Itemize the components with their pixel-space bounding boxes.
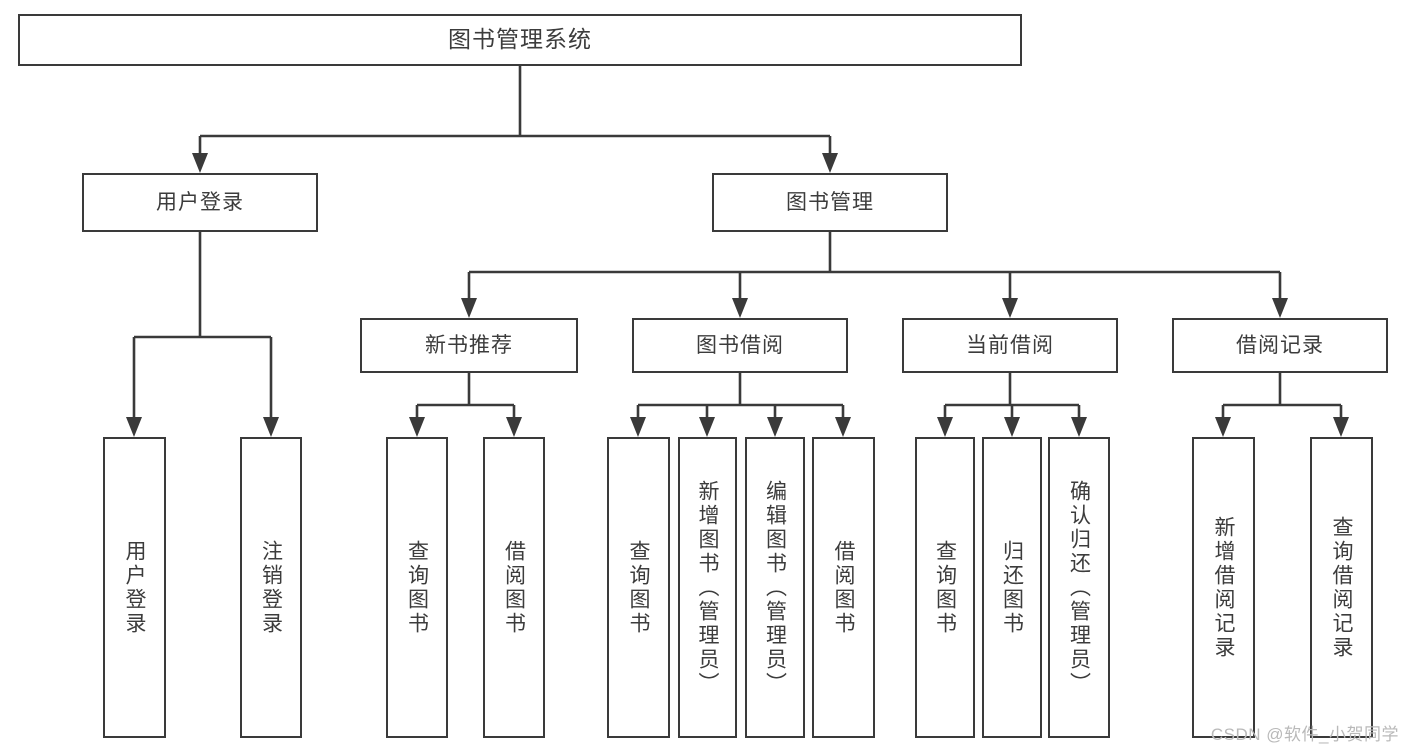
arrowhead-user-login-to-leaves-1	[263, 417, 279, 437]
arrowhead-current-borrow-to-leaves-1	[1004, 417, 1020, 437]
node-book-manage-label: 图书管理	[786, 190, 874, 214]
node-leaf-query-book-3-label: 查询图书	[933, 539, 957, 636]
node-root-system-label: 图书管理系统	[448, 26, 592, 53]
node-book-borrow-label: 图书借阅	[696, 333, 784, 357]
node-user-login-label: 用户登录	[156, 190, 244, 214]
node-leaf-return-book-label: 归还图书	[1000, 539, 1024, 636]
node-leaf-query-book-1-label: 查询图书	[405, 539, 429, 636]
arrowhead-book-manage-to-level2-3	[1272, 298, 1288, 318]
node-leaf-borrow-book-2-label: 借阅图书	[832, 539, 855, 636]
node-leaf-borrow-book-2[interactable]: 借阅图书	[812, 437, 875, 738]
arrowhead-book-borrow-to-leaves-3	[835, 417, 851, 437]
arrowhead-book-borrow-to-leaves-0	[630, 417, 646, 437]
arrowhead-root-to-level1-0	[192, 153, 208, 173]
node-leaf-user-logout[interactable]: 注销登录	[240, 437, 302, 738]
node-leaf-borrow-book-1-label: 借阅图书	[502, 539, 526, 636]
node-leaf-confirm-return-label: 确认归还（管理员）	[1067, 479, 1091, 696]
node-current-borrow[interactable]: 当前借阅	[902, 318, 1118, 373]
node-leaf-user-logout-label: 注销登录	[259, 539, 283, 636]
node-leaf-add-record-label: 新增借阅记录	[1212, 515, 1235, 660]
arrowhead-book-borrow-to-leaves-1	[699, 417, 715, 437]
node-leaf-query-book-2[interactable]: 查询图书	[607, 437, 670, 738]
node-root-system[interactable]: 图书管理系统	[18, 14, 1022, 66]
node-leaf-query-book-3[interactable]: 查询图书	[915, 437, 975, 738]
arrowhead-book-manage-to-level2-2	[1002, 298, 1018, 318]
node-leaf-add-record[interactable]: 新增借阅记录	[1192, 437, 1255, 738]
node-leaf-add-book-label: 新增图书（管理员）	[696, 479, 719, 696]
node-leaf-edit-book[interactable]: 编辑图书（管理员）	[745, 437, 805, 738]
node-leaf-query-book-2-label: 查询图书	[627, 539, 650, 636]
node-borrow-record-label: 借阅记录	[1236, 333, 1324, 357]
arrowhead-new-book-rec-to-leaves-0	[409, 417, 425, 437]
node-leaf-query-record[interactable]: 查询借阅记录	[1310, 437, 1373, 738]
node-leaf-query-book-1[interactable]: 查询图书	[386, 437, 448, 738]
arrowhead-current-borrow-to-leaves-2	[1071, 417, 1087, 437]
node-leaf-edit-book-label: 编辑图书（管理员）	[763, 479, 787, 696]
arrowhead-borrow-record-to-leaves-1	[1333, 417, 1349, 437]
arrowhead-book-borrow-to-leaves-2	[767, 417, 783, 437]
csdn-watermark: CSDN @软件_小贺同学	[1210, 725, 1399, 744]
node-leaf-return-book[interactable]: 归还图书	[982, 437, 1042, 738]
node-leaf-add-book[interactable]: 新增图书（管理员）	[678, 437, 737, 738]
node-leaf-query-record-label: 查询借阅记录	[1330, 515, 1353, 660]
arrowhead-book-manage-to-level2-0	[461, 298, 477, 318]
node-leaf-borrow-book-1[interactable]: 借阅图书	[483, 437, 545, 738]
node-new-book-rec-label: 新书推荐	[425, 333, 513, 357]
node-current-borrow-label: 当前借阅	[966, 333, 1054, 357]
arrowhead-book-manage-to-level2-1	[732, 298, 748, 318]
node-leaf-user-login-label: 用户登录	[123, 539, 146, 636]
arrowhead-user-login-to-leaves-0	[126, 417, 142, 437]
node-leaf-user-login[interactable]: 用户登录	[103, 437, 166, 738]
arrowhead-new-book-rec-to-leaves-1	[506, 417, 522, 437]
node-leaf-confirm-return[interactable]: 确认归还（管理员）	[1048, 437, 1110, 738]
node-book-borrow[interactable]: 图书借阅	[632, 318, 848, 373]
node-book-manage[interactable]: 图书管理	[712, 173, 948, 232]
arrowhead-root-to-level1-1	[822, 153, 838, 173]
arrowhead-current-borrow-to-leaves-0	[937, 417, 953, 437]
node-new-book-rec[interactable]: 新书推荐	[360, 318, 578, 373]
arrowhead-borrow-record-to-leaves-0	[1215, 417, 1231, 437]
node-user-login[interactable]: 用户登录	[82, 173, 318, 232]
node-borrow-record[interactable]: 借阅记录	[1172, 318, 1388, 373]
